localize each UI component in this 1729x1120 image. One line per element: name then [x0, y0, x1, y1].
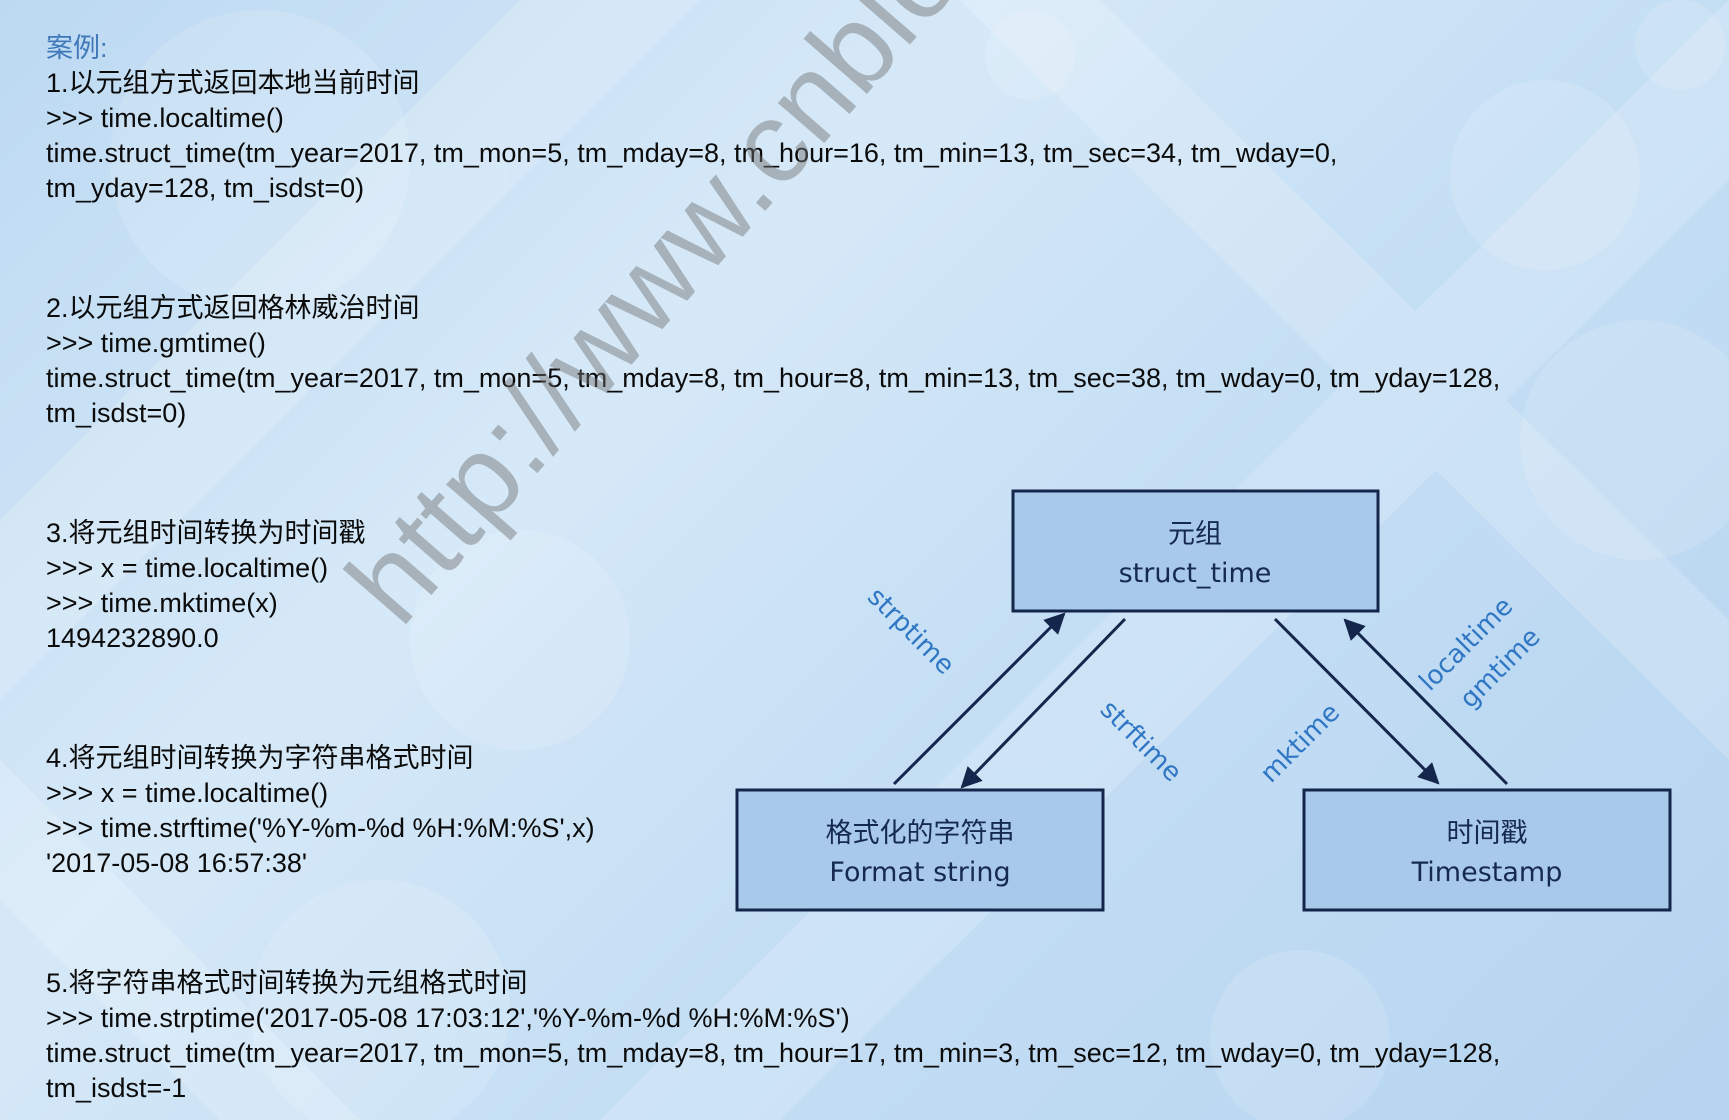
example-4-title: 4.将元组时间转换为字符串格式时间: [46, 743, 474, 773]
example-3-output: 1494232890.0: [46, 623, 219, 653]
strptime-label: strptime: [861, 582, 960, 681]
struct-time-label-cn: 元组: [1168, 519, 1222, 550]
timestamp-label-en: Timestamp: [1411, 857, 1563, 888]
examples-panel: 案例: 1.以元组方式返回本地当前时间 >>> time.localtime()…: [46, 30, 1686, 1106]
mktime-arrow: [1273, 617, 1440, 785]
timestamp-box: 时间戳 Timestamp: [1302, 788, 1672, 912]
example-3-code: >>> time.mktime(x): [46, 588, 278, 618]
localtime-arrow: [1343, 618, 1509, 786]
example-1-code: >>> time.localtime(): [46, 103, 284, 133]
example-1-output: time.struct_time(tm_year=2017, tm_mon=5,…: [46, 138, 1338, 168]
format-string-label-en: Format string: [829, 857, 1010, 888]
struct-time-box: 元组 struct_time: [1011, 489, 1380, 613]
example-2-code: >>> time.gmtime(): [46, 328, 266, 358]
example-1-output: tm_yday=128, tm_isdst=0): [46, 173, 365, 203]
format-string-label-cn: 格式化的字符串: [826, 818, 1015, 849]
section-heading: 案例:: [46, 33, 108, 63]
example-2-output: time.struct_time(tm_year=2017, tm_mon=5,…: [46, 363, 1501, 393]
example-2-output: tm_isdst=0): [46, 398, 187, 428]
example-5-code: >>> time.strptime('2017-05-08 17:03:12',…: [46, 1003, 850, 1033]
mktime-label: mktime: [1255, 698, 1346, 789]
struct-time-label-en: struct_time: [1119, 558, 1272, 589]
timestamp-label-cn: 时间戳: [1447, 818, 1528, 849]
strptime-arrow: [892, 612, 1066, 786]
example-2-title: 2.以元组方式返回格林威治时间: [46, 293, 420, 323]
example-4-code: >>> time.strftime('%Y-%m-%d %H:%M:%S',x): [46, 813, 595, 843]
example-5-title: 5.将字符串格式时间转换为元组格式时间: [46, 968, 528, 998]
example-3-code: >>> x = time.localtime(): [46, 553, 329, 583]
example-5-output: time.struct_time(tm_year=2017, tm_mon=5,…: [46, 1038, 1501, 1068]
example-4-code: >>> x = time.localtime(): [46, 778, 329, 808]
example-1-title: 1.以元组方式返回本地当前时间: [46, 68, 420, 98]
example-5-output: tm_isdst=-1: [46, 1073, 187, 1103]
example-4-output: '2017-05-08 16:57:38': [46, 848, 308, 878]
example-3-title: 3.将元组时间转换为时间戳: [46, 518, 366, 548]
strftime-label: strftime: [1094, 695, 1187, 788]
format-string-box: 格式化的字符串 Format string: [735, 788, 1105, 912]
strftime-arrow: [960, 617, 1127, 789]
